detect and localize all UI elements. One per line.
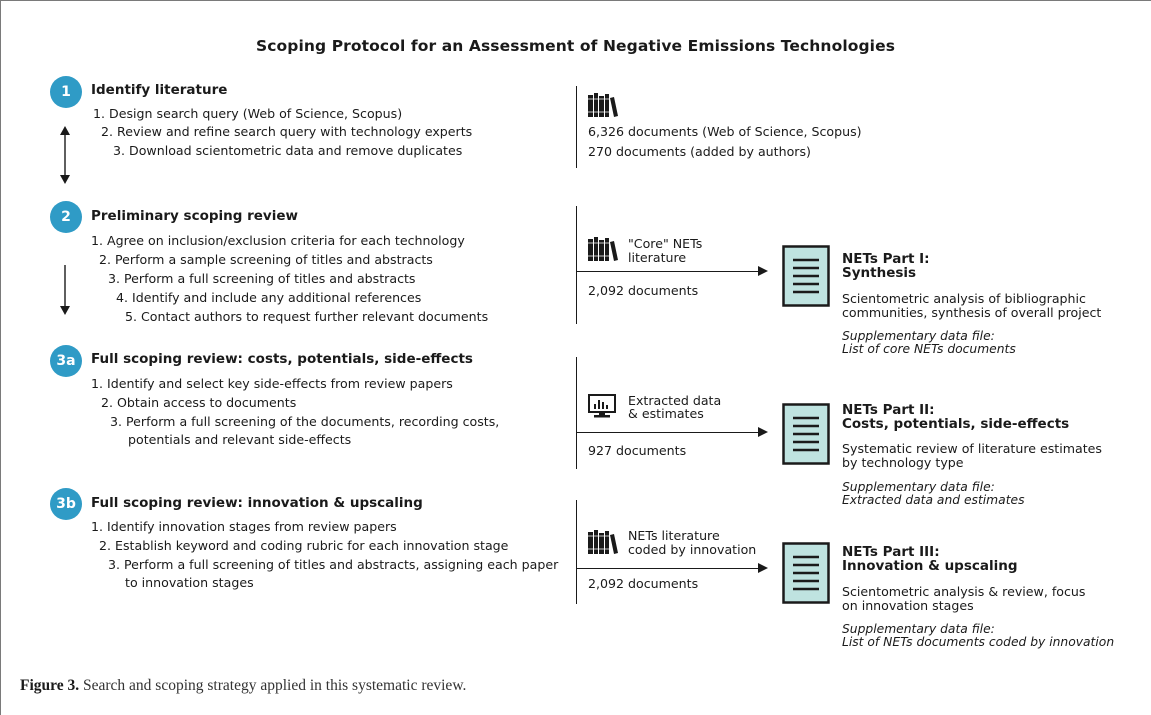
- source-divider-3a: [576, 357, 577, 469]
- source-3b-label-1: NETs literature: [628, 528, 720, 543]
- source-1-line-2: 270 documents (added by authors): [588, 144, 811, 159]
- flow-arrow-line-2: [576, 271, 760, 272]
- flow-arrow-line-3a: [576, 432, 760, 433]
- step-title-1: Identify literature: [91, 82, 228, 98]
- step-title-2: Preliminary scoping review: [91, 208, 298, 224]
- flow-arrowhead-3b: [758, 563, 768, 573]
- output-3-supp-2: List of NETs documents coded by innovati…: [842, 635, 1115, 649]
- document-icon: [782, 403, 830, 465]
- output-3-desc-2: on innovation stages: [842, 598, 974, 613]
- step-badge-1: 1: [50, 76, 82, 108]
- source-divider-1: [576, 86, 577, 168]
- step-2-item-3: 3. Perform a full screening of titles an…: [108, 271, 416, 286]
- output-2-supp-1: Supplementary data file:: [842, 480, 995, 494]
- source-3b-label-2: coded by innovation: [628, 542, 757, 557]
- output-2-title-1: NETs Part II:: [842, 402, 935, 418]
- source-2-label-1: "Core" NETs: [628, 236, 703, 251]
- step-2-item-4: 4. Identify and include any additional r…: [116, 290, 422, 305]
- double-headed-arrow: [60, 126, 70, 184]
- document-icon: [782, 542, 830, 604]
- step-3b-item-2: 2. Establish keyword and coding rubric f…: [99, 538, 509, 553]
- figure-caption: Figure 3. Search and scoping strategy ap…: [20, 677, 466, 695]
- output-3-desc-1: Scientometric analysis & review, focus: [842, 584, 1086, 599]
- step-2-item-1: 1. Agree on inclusion/exclusion criteria…: [91, 233, 465, 248]
- step-badge-3a: 3a: [50, 345, 82, 377]
- caption-text: Search and scoping strategy applied in t…: [79, 677, 467, 694]
- monitor-chart-icon: [588, 394, 616, 418]
- output-3-title-1: NETs Part III:: [842, 544, 940, 560]
- figure-frame-left: [0, 0, 1, 715]
- step-badge-3b: 3b: [50, 488, 82, 520]
- step-3a-item-1: 1. Identify and select key side-effects …: [91, 376, 453, 391]
- down-arrow: [60, 265, 70, 315]
- step-2-item-2: 2. Perform a sample screening of titles …: [99, 252, 433, 267]
- output-1-supp-2: List of core NETs documents: [842, 342, 1016, 356]
- output-1-supp-1: Supplementary data file:: [842, 329, 995, 343]
- figure-label: Figure 3.: [20, 677, 80, 694]
- step-3b-item-1: 1. Identify innovation stages from revie…: [91, 519, 397, 534]
- figure-frame-top: [0, 0, 1151, 1]
- step-3b-item-4: to innovation stages: [125, 575, 254, 590]
- flow-arrow-line-3b: [576, 568, 760, 569]
- flow-arrowhead-2: [758, 266, 768, 276]
- output-3-title-2: Innovation & upscaling: [842, 558, 1018, 574]
- document-icon: [782, 245, 830, 307]
- source-divider-3b: [576, 500, 577, 604]
- step-badge-2: 2: [50, 201, 82, 233]
- books-icon: [588, 530, 618, 554]
- books-icon: [588, 237, 618, 261]
- step-3a-item-4: potentials and relevant side-effects: [128, 432, 352, 447]
- source-2-count: 2,092 documents: [588, 283, 699, 298]
- output-2-desc-1: Systematic review of literature estimate…: [842, 441, 1102, 456]
- flow-arrowhead-3a: [758, 427, 768, 437]
- source-divider-2: [576, 206, 577, 324]
- output-1-title-2: Synthesis: [842, 265, 917, 281]
- source-3a-label-1: Extracted data: [628, 393, 722, 408]
- source-1-line-1: 6,326 documents (Web of Science, Scopus): [588, 124, 862, 139]
- step-1-item-2: 2. Review and refine search query with t…: [101, 124, 473, 139]
- source-3a-label-2: & estimates: [628, 406, 704, 421]
- step-2-item-5: 5. Contact authors to request further re…: [125, 309, 489, 324]
- step-3b-item-3: 3. Perform a full screening of titles an…: [108, 557, 559, 572]
- output-3-supp-1: Supplementary data file:: [842, 622, 995, 636]
- source-3a-count: 927 documents: [588, 443, 687, 458]
- output-1-desc-2: communities, synthesis of overall projec…: [842, 305, 1102, 320]
- step-3a-item-3: 3. Perform a full screening of the docum…: [110, 414, 500, 429]
- source-2-label-2: literature: [628, 250, 687, 265]
- step-1-item-1: 1. Design search query (Web of Science, …: [93, 106, 403, 121]
- books-icon: [588, 93, 618, 117]
- output-2-desc-2: by technology type: [842, 455, 964, 470]
- output-1-desc-1: Scientometric analysis of bibliographic: [842, 291, 1086, 306]
- output-1-title-1: NETs Part I:: [842, 251, 930, 267]
- step-title-3b: Full scoping review: innovation & upscal…: [91, 495, 423, 511]
- output-2-supp-2: Extracted data and estimates: [842, 493, 1025, 507]
- source-3b-count: 2,092 documents: [588, 576, 699, 591]
- step-1-item-3: 3. Download scientometric data and remov…: [113, 143, 463, 158]
- step-title-3a: Full scoping review: costs, potentials, …: [91, 351, 473, 367]
- diagram-title: Scoping Protocol for an Assessment of Ne…: [255, 37, 896, 55]
- output-2-title-2: Costs, potentials, side-effects: [842, 416, 1070, 432]
- step-3a-item-2: 2. Obtain access to documents: [101, 395, 297, 410]
